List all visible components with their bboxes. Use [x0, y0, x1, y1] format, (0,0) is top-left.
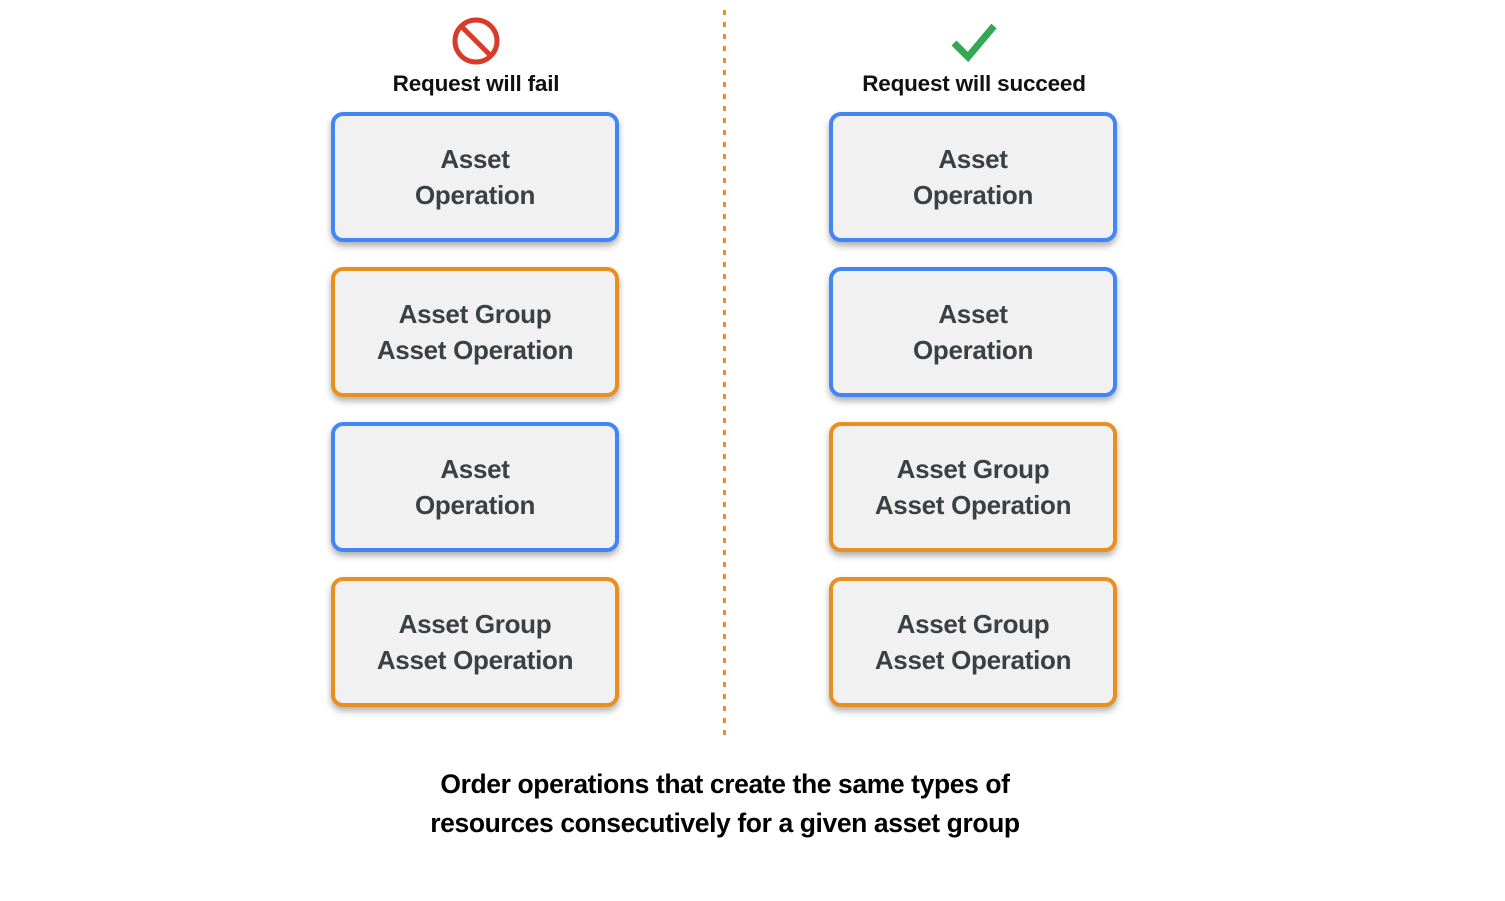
- diagram-caption: Order operations that create the same ty…: [430, 769, 1020, 838]
- operation-box[interactable]: Asset Group Asset Operation: [331, 577, 619, 707]
- operation-box[interactable]: Asset Group Asset Operation: [331, 267, 619, 397]
- column-title-succeed: Request will succeed: [862, 71, 1086, 96]
- box-stack-succeed: Asset Operation Asset Operation Asset Gr…: [829, 112, 1119, 707]
- operation-box-label: Asset Group Asset Operation: [376, 299, 574, 365]
- operation-box[interactable]: Asset Operation: [331, 112, 619, 242]
- operation-box[interactable]: Asset Group Asset Operation: [829, 422, 1117, 552]
- operation-box-label: Asset Operation: [912, 299, 1034, 365]
- checkmark-icon: [824, 14, 1124, 68]
- operation-box-label: Asset Operation: [414, 454, 536, 520]
- operation-box[interactable]: Asset Operation: [829, 267, 1117, 397]
- column-header-succeed: Request will succeed: [824, 14, 1124, 98]
- operation-box-label: Asset Group Asset Operation: [874, 609, 1072, 675]
- operation-box[interactable]: Asset Group Asset Operation: [829, 577, 1117, 707]
- operation-box-label: Asset Group Asset Operation: [376, 609, 574, 675]
- box-stack-fail: Asset Operation Asset Group Asset Operat…: [331, 112, 621, 707]
- prohibition-icon: [326, 14, 626, 68]
- operation-box[interactable]: Asset Operation: [331, 422, 619, 552]
- column-header-fail: Request will fail: [326, 14, 626, 98]
- operation-box-label: Asset Operation: [912, 144, 1034, 210]
- operation-box-label: Asset Group Asset Operation: [874, 454, 1072, 520]
- operation-box-label: Asset Operation: [414, 144, 536, 210]
- operation-box[interactable]: Asset Operation: [829, 112, 1117, 242]
- column-divider: [723, 10, 726, 735]
- column-title-fail: Request will fail: [392, 71, 560, 96]
